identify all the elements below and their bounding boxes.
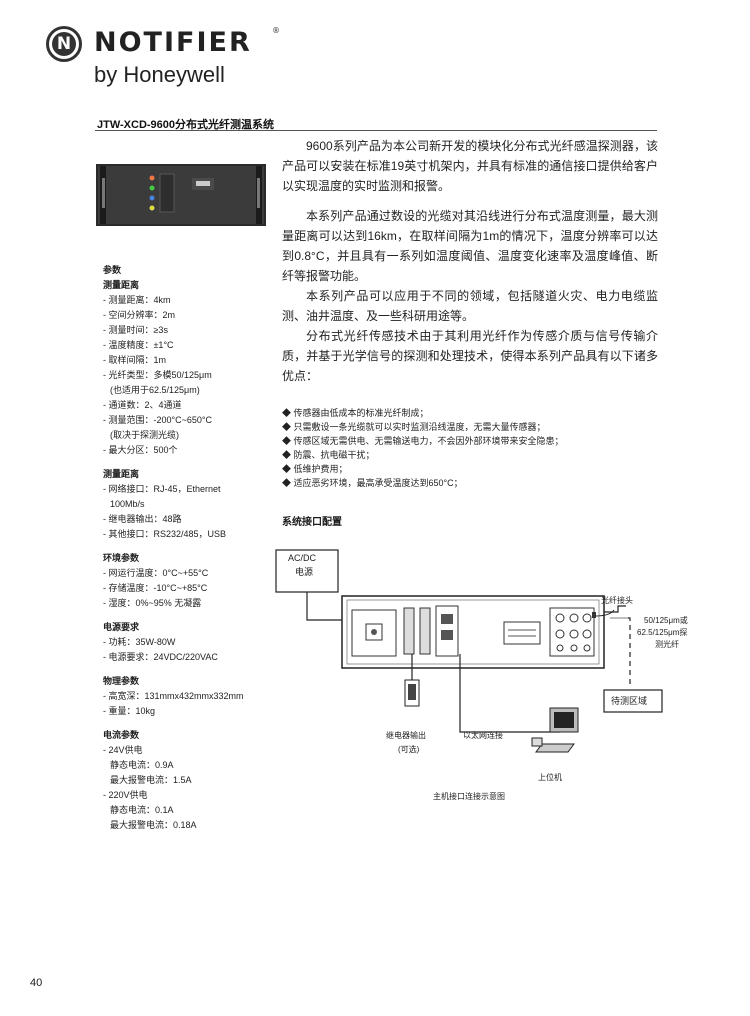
- param-item: - 网运行温度：0°C~+55°C: [103, 568, 209, 578]
- param-item: 静态电流：0.9A: [110, 760, 174, 770]
- parameter-sidebar: 参数 测量距离 - 测量距离：4km - 空间分辨率：2m - 测量时间：≥3s…: [103, 263, 278, 833]
- param-item: - 湿度：0%~95% 无凝露: [103, 598, 202, 608]
- param-item: - 测量距离：4km: [103, 295, 171, 305]
- section-heading: 测量距离: [103, 469, 140, 479]
- relay-label-2: (可选): [398, 745, 420, 754]
- list-item: ◆ 适应恶劣环境，最高承受温度达到650°C；: [282, 478, 463, 488]
- param-item: - 继电器输出：48路: [103, 514, 182, 524]
- param-item: - 功耗：35W-80W: [103, 637, 176, 647]
- diagram-caption: 主机接口连接示意图: [433, 792, 505, 801]
- param-item: - 光纤类型：多模50/125μm: [103, 370, 212, 380]
- param-item: 最大报警电流：0.18A: [110, 820, 197, 830]
- ethernet-label: 以太网连接: [463, 731, 503, 740]
- fiber-connector-label: 光纤接头: [601, 596, 633, 605]
- notifier-logo-icon: N: [46, 26, 82, 62]
- section-heading: 物理参数: [103, 676, 140, 686]
- host-computer-icon: [531, 707, 579, 753]
- zone-label: 待测区域: [611, 696, 648, 706]
- logo-letter: N: [52, 32, 76, 56]
- param-item: 100Mb/s: [110, 499, 145, 509]
- param-item: - 重量：10kg: [103, 706, 156, 716]
- param-item: - 存储温度：-10°C~+85°C: [103, 583, 208, 593]
- power-label-1: AC/DC: [288, 553, 317, 563]
- param-item: (取决于探测光缆): [110, 430, 179, 440]
- param-item: - 取样间隔：1m: [103, 355, 167, 365]
- list-item: ◆ 只需敷设一条光缆就可以实时监测沿线温度，无需大量传感器；: [282, 422, 546, 432]
- param-item: 静态电流：0.1A: [110, 805, 174, 815]
- page-number: 40: [30, 977, 43, 989]
- param-item: - 24V供电: [103, 745, 143, 755]
- page-title: JTW-XCD-9600分布式光纤测温系统: [97, 119, 275, 131]
- title-divider: [95, 130, 657, 131]
- host-label: 上位机: [538, 773, 562, 782]
- fiber-spec-label-2: 62.5/125μm探: [637, 628, 688, 637]
- section-heading: 环境参数: [103, 553, 140, 563]
- list-item: ◆ 低维护费用；: [282, 464, 348, 474]
- brand-tagline: by Honeywell: [94, 62, 225, 87]
- connection-diagram: [275, 549, 663, 753]
- param-item: - 电源要求：24VDC/220VAC: [103, 652, 218, 662]
- param-item: - 通道数：2、4通道: [103, 400, 182, 410]
- param-item: - 其他接口：RS232/485，USB: [103, 529, 227, 539]
- section-heading: 电流参数: [103, 730, 140, 740]
- advantage-list: ◆ 传感器由低成本的标准光纤制成； ◆ 只需敷设一条光缆就可以实时监测沿线温度，…: [282, 406, 662, 490]
- list-item: ◆ 传感区域无需供电、无需输送电力，不会因外部环境带来安全隐患；: [282, 436, 564, 446]
- param-item: - 测量时间：≥3s: [103, 325, 168, 335]
- application-paragraph: 本系列产品可以应用于不同的领域，包括隧道火灾、电力电缆监测、油井温度、及一些科研…: [282, 289, 658, 323]
- param-item: (也适用于62.5/125μm): [110, 385, 200, 395]
- list-item: ◆ 传感器由低成本的标准光纤制成；: [282, 408, 429, 418]
- diagram-heading: 系统接口配置: [282, 517, 342, 528]
- section-heading: 测量距离: [103, 280, 140, 290]
- brand-name: NOTIFIER: [94, 27, 252, 58]
- param-item: - 测量范围：-200°C~650°C: [103, 415, 212, 425]
- relay-label-1: 继电器输出: [386, 731, 426, 740]
- param-item: - 温度精度：±1°C: [103, 340, 174, 350]
- power-label-2: 电源: [295, 567, 314, 577]
- section-heading: 参数: [103, 265, 122, 275]
- measurement-paragraph: 本系列产品通过数设的光缆对其沿线进行分布式温度测量，最大测量距离可以达到16km…: [282, 209, 658, 283]
- param-item: 最大报警电流：1.5A: [110, 775, 192, 785]
- fiber-spec-label-1: 50/125μm或: [644, 616, 688, 625]
- param-item: - 220V供电: [103, 790, 148, 800]
- fiber-spec-label-3: 测光纤: [655, 640, 679, 649]
- list-item: ◆ 防震、抗电磁干扰；: [282, 450, 375, 460]
- param-item: - 网络接口：RJ-45，Ethernet: [103, 484, 221, 494]
- test-zone-box: [603, 689, 663, 713]
- param-item: - 空间分辨率：2m: [103, 310, 176, 320]
- product-device-image: [96, 164, 266, 226]
- advantage-paragraph: 分布式光纤传感技术由于其利用光纤作为传感介质与信号传输介质，并基于光学信号的探测…: [282, 329, 658, 383]
- param-item: - 最大分区：500个: [103, 445, 178, 455]
- param-item: - 高宽深：131mmx432mmx332mm: [103, 691, 244, 701]
- intro-paragraph: 9600系列产品为本公司新开发的模块化分布式光纤感温探测器，该产品可以安装在标准…: [282, 139, 658, 193]
- registered-mark: ®: [272, 26, 280, 35]
- section-heading: 电源要求: [103, 622, 140, 632]
